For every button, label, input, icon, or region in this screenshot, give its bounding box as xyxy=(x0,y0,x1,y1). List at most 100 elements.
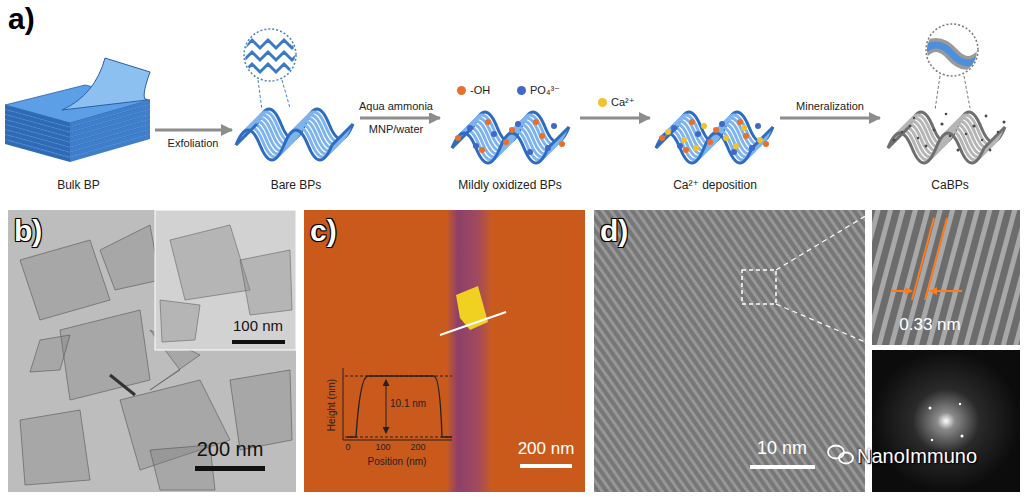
illustration-part xyxy=(232,340,285,344)
figure-label: 200 xyxy=(410,443,425,453)
illustration-part xyxy=(839,453,853,464)
legend-item: PO₄³⁻ xyxy=(517,84,560,97)
illustration-part xyxy=(935,76,970,110)
stage-node: Mildly oxidized BPs xyxy=(440,30,580,195)
illustration-part xyxy=(195,466,265,471)
legend-item: -OH xyxy=(457,84,490,96)
figure-label: 10 nm xyxy=(757,439,807,459)
illustration-part xyxy=(347,376,452,437)
illustration-part xyxy=(931,439,933,441)
process-arrow xyxy=(580,117,650,120)
illustration-part xyxy=(959,403,961,405)
illustration-part xyxy=(244,64,300,72)
stage-node: Bulk BP xyxy=(2,30,155,195)
illustration-part xyxy=(957,149,960,152)
illustration-part xyxy=(244,52,300,60)
legend-dot xyxy=(598,98,607,107)
afm-image xyxy=(304,210,585,492)
figure-label: 100 xyxy=(375,443,390,453)
illustration-part xyxy=(949,135,951,137)
cabp-sheet xyxy=(888,24,1006,163)
illustration-part xyxy=(872,210,1020,345)
illustration-part xyxy=(110,375,135,395)
illustration-part xyxy=(989,149,992,152)
legend-dot xyxy=(517,86,526,95)
process-arrow xyxy=(360,117,440,120)
illustration-part xyxy=(940,122,943,125)
figure-label: Position (nm) xyxy=(368,456,427,467)
process-arrow xyxy=(780,117,880,120)
figure-label: 0 xyxy=(345,443,350,453)
illustration-part xyxy=(1003,121,1006,124)
illustration-part xyxy=(656,112,773,163)
illustration-part xyxy=(893,113,1006,152)
illustration-part xyxy=(965,133,968,136)
stage-caption: Bare BPs xyxy=(269,178,324,195)
bare-bp-sheet xyxy=(236,29,353,160)
tem-image xyxy=(8,210,296,492)
figure-label: MNP/water xyxy=(367,123,425,135)
illustration-part xyxy=(343,368,452,440)
stage-caption: Ca²⁺ deposition xyxy=(671,178,759,195)
illustration-part xyxy=(386,380,387,433)
illustration-part xyxy=(20,410,90,485)
legend-text: -OH xyxy=(470,84,490,96)
illustration-part xyxy=(60,310,150,400)
stage-caption: CaBPs xyxy=(929,178,970,195)
illustration-part xyxy=(929,403,964,441)
figure-label: 200 nm xyxy=(518,440,575,459)
illustration-part xyxy=(930,290,962,292)
illustration-part xyxy=(304,210,585,492)
illustration-part xyxy=(925,218,947,300)
illustration-part xyxy=(447,210,491,492)
illustration-part xyxy=(828,446,853,464)
legend-text: Ca²⁺ xyxy=(611,96,635,109)
illustration-part xyxy=(913,117,915,119)
legend-dot xyxy=(457,86,466,95)
illustration-part xyxy=(901,131,903,133)
figure-label: 10.1 nm xyxy=(390,398,426,409)
figure-label: c) xyxy=(310,214,337,247)
figure-label: b) xyxy=(14,214,42,247)
illustration-part xyxy=(972,124,975,127)
figure-label: Height (nm) xyxy=(326,379,337,431)
illustration-part xyxy=(750,465,815,469)
illustration-part xyxy=(659,119,769,155)
bulk-bp-stack xyxy=(5,58,150,162)
illustration-part xyxy=(520,464,572,468)
illustration-part xyxy=(30,335,70,372)
illustration-part xyxy=(920,45,984,63)
stage-caption: Bulk BP xyxy=(55,178,102,195)
illustration-part xyxy=(945,113,948,116)
illustration-part xyxy=(981,139,983,141)
illustration-part xyxy=(594,210,865,492)
illustration-part xyxy=(452,112,569,163)
illustration-part xyxy=(244,40,300,48)
illustration-part xyxy=(160,300,200,342)
hrtem-image xyxy=(594,210,1020,492)
illustration-part xyxy=(665,123,763,151)
stage-caption: Mildly oxidized BPs xyxy=(456,178,563,195)
arrow-label: Aqua ammonia xyxy=(357,100,435,113)
illustration-part xyxy=(920,45,984,63)
illustration-part xyxy=(100,225,160,290)
illustration-part xyxy=(160,225,292,342)
illustration-part xyxy=(345,376,452,437)
illustration-part xyxy=(20,240,110,320)
arrow-label: Mineralization xyxy=(794,100,866,113)
legend-text: PO₄³⁻ xyxy=(530,84,560,97)
illustration-part xyxy=(8,210,296,492)
illustration-part xyxy=(742,270,776,304)
ca-deposition-sheet xyxy=(656,112,773,163)
stage-node: Bare BPs xyxy=(232,30,360,195)
illustration-part xyxy=(62,58,150,110)
illustration-part xyxy=(170,225,250,300)
illustration-part xyxy=(236,109,353,160)
illustration-part xyxy=(872,350,1020,492)
illustration-part xyxy=(997,131,1000,134)
figure-label: NanoImmuno xyxy=(857,445,977,467)
legend-item: Ca²⁺ xyxy=(598,96,635,109)
